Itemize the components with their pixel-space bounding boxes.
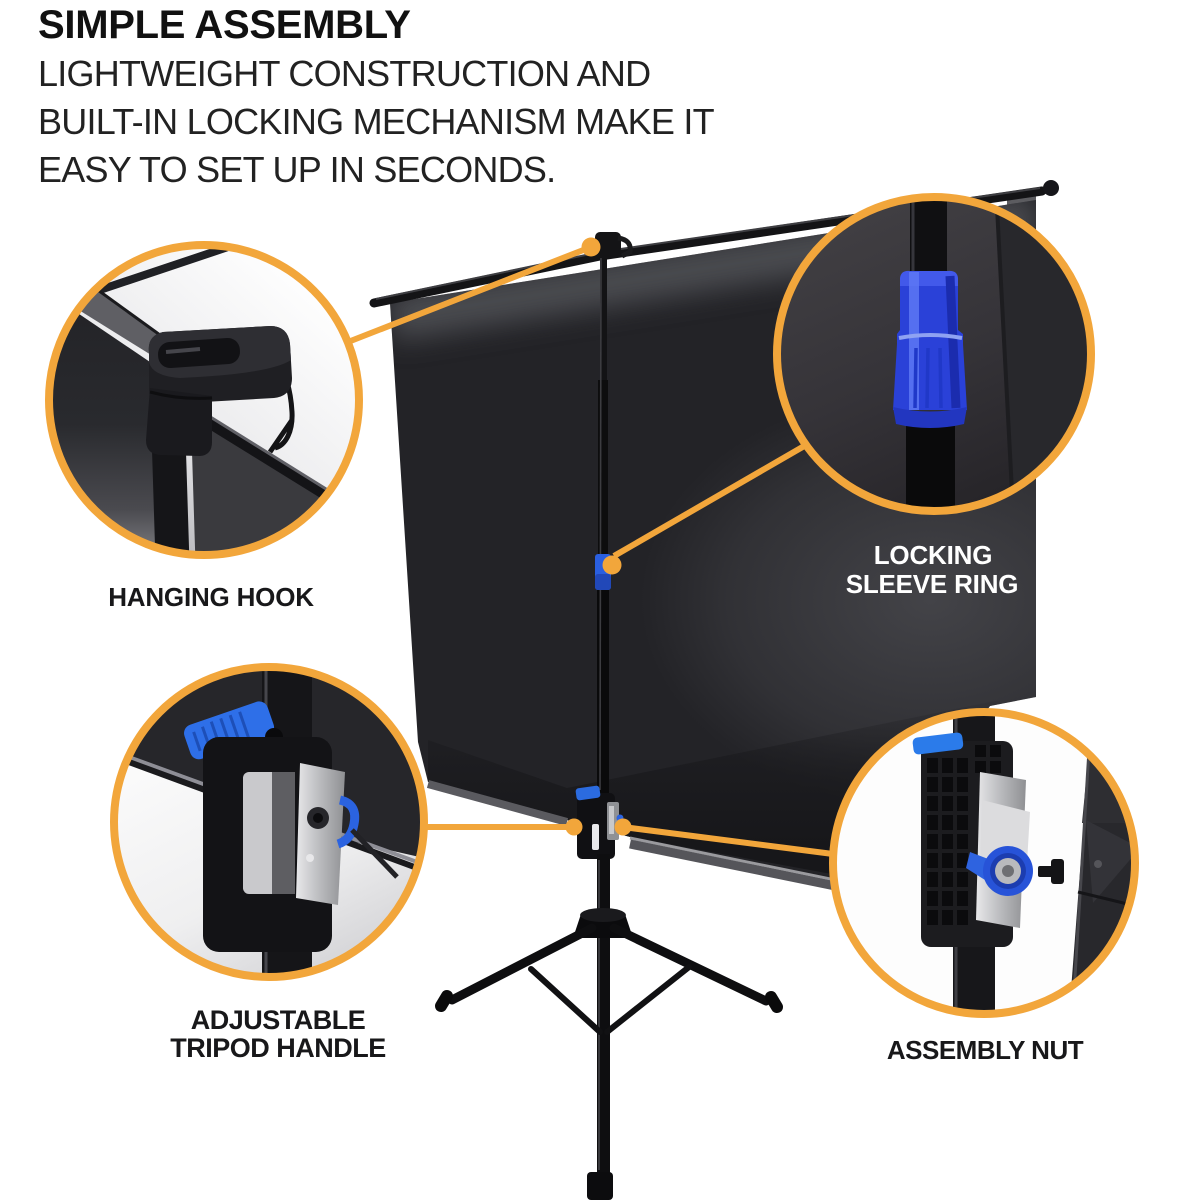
svg-text:ADJUSTABLE: ADJUSTABLE [191,1005,366,1035]
svg-text:BUILT-IN LOCKING MECHANISM MAK: BUILT-IN LOCKING MECHANISM MAKE IT [38,101,715,142]
svg-text:EASY TO SET UP IN SECONDS.: EASY TO SET UP IN SECONDS. [38,149,555,190]
svg-text:SIMPLE ASSEMBLY: SIMPLE ASSEMBLY [38,3,411,47]
svg-text:SLEEVE RING: SLEEVE RING [846,569,1019,599]
svg-text:TRIPOD HANDLE: TRIPOD HANDLE [170,1033,386,1063]
svg-text:HANGING HOOK: HANGING HOOK [108,582,314,612]
svg-text:LOCKING: LOCKING [874,540,992,570]
svg-text:LIGHTWEIGHT CONSTRUCTION AND: LIGHTWEIGHT CONSTRUCTION AND [38,53,650,94]
svg-text:ASSEMBLY NUT: ASSEMBLY NUT [887,1035,1084,1065]
